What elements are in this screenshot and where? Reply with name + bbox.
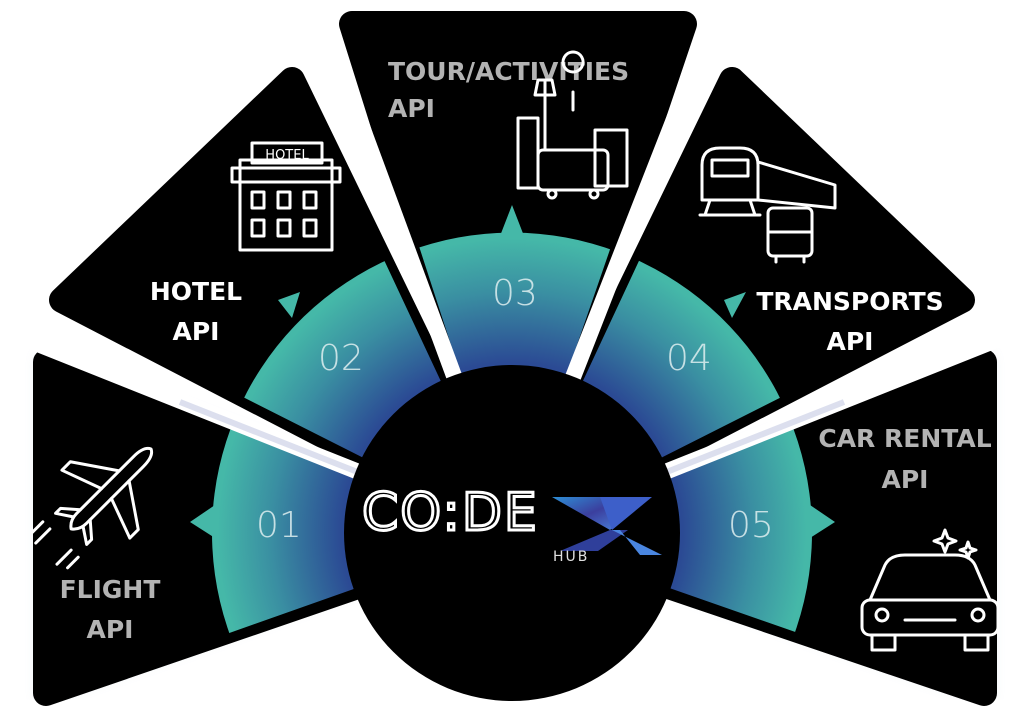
hotel-icon: HOTEL — [230, 141, 342, 252]
car-rental-label: CAR RENTAL — [818, 424, 991, 453]
airplane-icon — [30, 446, 154, 570]
train-bus-icon — [698, 146, 837, 264]
segment-number-01: 01 — [256, 505, 302, 546]
car-rental-api-label: API — [882, 465, 929, 494]
tour-api-label: API — [388, 94, 435, 123]
car-icon — [860, 528, 1000, 652]
transports-api-label: API — [827, 327, 874, 356]
city-tour-icon — [516, 50, 629, 200]
segment-number-05: 05 — [728, 505, 774, 546]
segment-number-04: 04 — [666, 338, 712, 379]
svg-text:HUB: HUB — [553, 549, 589, 565]
codex-hub-logo: CO:DE HUB — [361, 482, 662, 565]
flight-api-label: API — [87, 615, 134, 644]
hotel-label: HOTEL — [150, 277, 242, 306]
logo-x-mark — [552, 497, 662, 555]
hub-circle — [344, 365, 680, 701]
tour-label: TOUR/ACTIVITIES — [388, 57, 629, 86]
flight-label: FLIGHT — [60, 575, 161, 604]
svg-text:CO:DE: CO:DE — [362, 483, 539, 543]
ring-notches — [190, 205, 835, 538]
hotel-api-label: API — [173, 317, 220, 346]
svg-text:HOTEL: HOTEL — [265, 148, 309, 163]
transports-label: TRANSPORTS — [756, 287, 943, 316]
segment-number-02: 02 — [318, 338, 364, 379]
segment-number-03: 03 — [492, 273, 538, 314]
